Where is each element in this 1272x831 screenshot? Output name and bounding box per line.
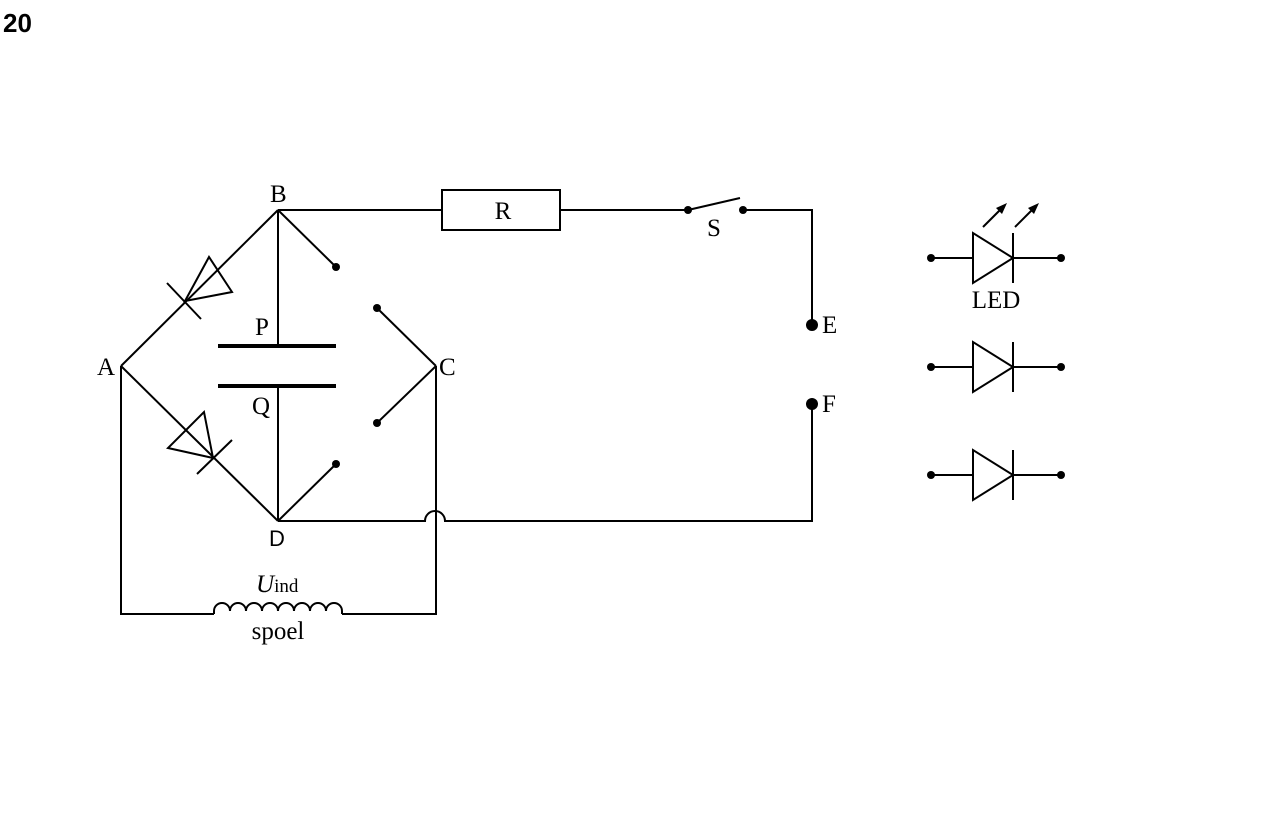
wire-a-d [120, 365, 279, 522]
coil-voltage-subscript: ind [274, 576, 299, 597]
led-light-arrowhead-2 [1028, 203, 1039, 214]
open-stub-c-upper [376, 307, 437, 367]
node-label-c: C [439, 354, 456, 381]
terminal-e [806, 319, 818, 331]
coil-voltage-symbol: U [256, 571, 276, 598]
led-light-arrowhead-1 [996, 203, 1007, 214]
open-terminal-c-lower [373, 419, 381, 427]
open-stub-d [277, 463, 337, 522]
open-stub-b [277, 209, 337, 268]
led-symbol: LED [927, 203, 1065, 314]
wire-a-coil [120, 366, 214, 615]
diode-ab-bar [166, 282, 202, 320]
open-stub-c-lower [376, 365, 437, 424]
diode-2-terminal-right [1057, 471, 1065, 479]
question-number: 20 [3, 8, 32, 38]
node-label-e: E [822, 312, 837, 339]
led-triangle [972, 231, 1015, 285]
node-label-q: Q [252, 393, 270, 420]
node-label-d: D [269, 526, 285, 551]
coil-voltage-label: Uind [256, 571, 299, 598]
resistor-label: R [495, 198, 512, 225]
coil [213, 602, 343, 614]
switch-label: S [707, 215, 721, 242]
open-terminal-b [332, 263, 340, 271]
node-label-b: B [270, 181, 287, 208]
coil-caption: spoel [252, 618, 305, 645]
wire-d-f-with-crossover [278, 404, 813, 522]
diode-symbol-1 [927, 340, 1065, 394]
led-label: LED [972, 287, 1021, 314]
wire-switch-e [743, 209, 813, 325]
open-terminal-c-upper [373, 304, 381, 312]
switch-blade [687, 197, 741, 211]
open-terminal-d [332, 460, 340, 468]
diode-symbol-2 [927, 448, 1065, 502]
diode-ab [166, 255, 234, 320]
diode-1-triangle [972, 340, 1015, 394]
wire-coil-c [342, 366, 437, 615]
wire-a-b [120, 209, 279, 367]
node-label-p: P [255, 314, 269, 341]
diode-ad-triangle [166, 409, 215, 460]
led-light-arrow-1 [982, 208, 1002, 228]
node-label-f: F [822, 391, 836, 418]
diode-2-triangle [972, 448, 1015, 502]
diode-ad [166, 409, 233, 475]
diode-1-terminal-right [1057, 363, 1065, 371]
node-label-a: A [97, 354, 115, 381]
diode-ab-triangle [183, 255, 234, 303]
led-terminal-right [1057, 254, 1065, 262]
diode-ad-bar [196, 439, 233, 475]
led-light-arrow-2 [1014, 208, 1034, 228]
